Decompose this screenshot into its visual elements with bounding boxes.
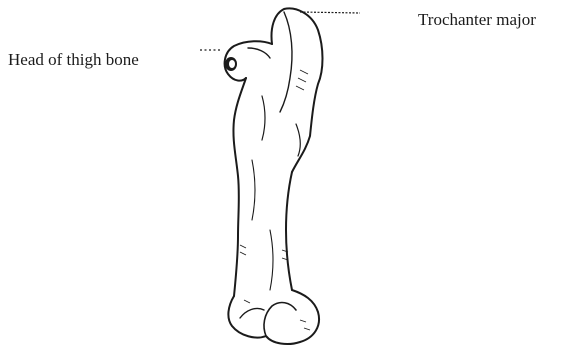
head-of-thigh-bone-label: Head of thigh bone xyxy=(8,51,139,68)
condyles-shape xyxy=(228,290,319,344)
trochanter-major-shape xyxy=(272,8,323,172)
femur-outline xyxy=(225,8,323,344)
femur-shaft-right xyxy=(286,172,292,290)
femur-shaft-left xyxy=(233,78,246,296)
trochanter-major-label: Trochanter major xyxy=(418,11,536,28)
trochanter-leader-line xyxy=(300,12,360,13)
bone-hatching xyxy=(240,70,310,330)
